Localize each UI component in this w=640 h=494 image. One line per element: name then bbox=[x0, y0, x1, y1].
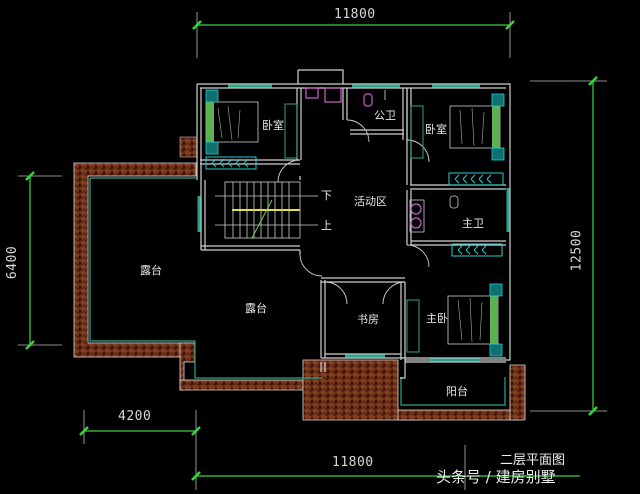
room-label-master-bath: 主卫 bbox=[462, 217, 484, 230]
beds bbox=[205, 101, 501, 345]
room-label-terrace-center: 露台 bbox=[245, 302, 267, 315]
watermark: 头条号 / 建房别墅 bbox=[436, 468, 556, 486]
room-label-master-bedroom: 主卧 bbox=[426, 312, 448, 325]
room-label-bedroom-ne: 卧室 bbox=[425, 123, 447, 136]
dimension-lines bbox=[18, 12, 607, 490]
staircase bbox=[215, 181, 318, 239]
room-label-bedroom-nw: 卧室 bbox=[262, 119, 284, 132]
dimension-top-width: 11800 bbox=[334, 7, 376, 22]
door-swings bbox=[277, 119, 430, 305]
terrace-outline bbox=[89, 177, 506, 406]
dimension-right-height: 12500 bbox=[569, 229, 585, 272]
dimension-bottom-width: 11800 bbox=[332, 455, 374, 470]
room-label-terrace-west: 露台 bbox=[140, 264, 162, 277]
room-label-balcony: 阳台 bbox=[446, 385, 468, 398]
drawing-title: 二层平面图 bbox=[500, 453, 566, 468]
brick-parapets bbox=[73, 136, 526, 421]
stair-label-down: 下 bbox=[321, 189, 332, 202]
bath-fixtures bbox=[305, 87, 459, 233]
nightstands bbox=[205, 89, 505, 357]
room-label-public-bath: 公卫 bbox=[374, 109, 396, 122]
room-label-study: 书房 bbox=[357, 313, 379, 326]
wardrobes bbox=[205, 156, 504, 257]
closets bbox=[284, 103, 424, 353]
room-label-activity-area: 活动区 bbox=[354, 195, 387, 208]
windows bbox=[197, 84, 510, 362]
stair-label-up: 上 bbox=[321, 219, 332, 232]
dimension-bottom-left: 4200 bbox=[118, 409, 152, 424]
dimension-left-height: 6400 bbox=[5, 245, 21, 280]
